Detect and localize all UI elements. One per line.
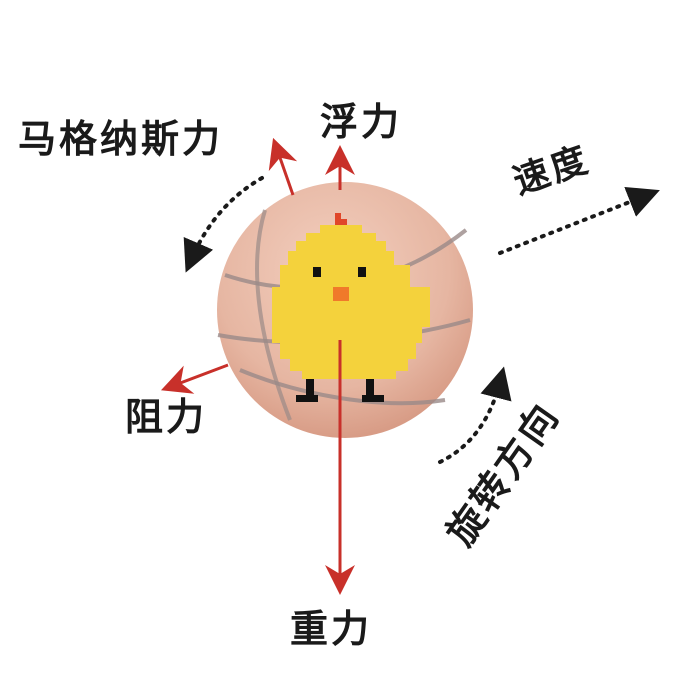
- drag-arrow: [160, 363, 229, 394]
- magnus-rotation-dotted-arrow: [183, 176, 264, 273]
- gravity-label: 重力: [290, 607, 373, 651]
- rotation-direction-dotted-arrow: [438, 366, 512, 464]
- magnus-force-label: 马格纳斯力: [18, 117, 224, 161]
- drag-label: 阻力: [125, 395, 208, 439]
- velocity-dotted-arrow: [498, 186, 660, 255]
- pixel-chick-icon: [272, 213, 430, 402]
- buoyancy-label: 浮力: [320, 100, 403, 144]
- magnus-force-arrow: [268, 137, 298, 196]
